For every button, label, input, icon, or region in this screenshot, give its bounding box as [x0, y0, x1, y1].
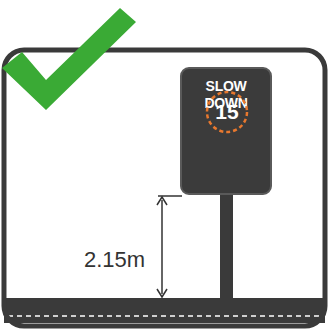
road-dashed-line: [8, 315, 322, 317]
dimension-label: 2.15m: [84, 247, 145, 273]
speed-circle: 15: [205, 90, 249, 134]
dimension-arrow: [157, 197, 167, 205]
speed-number: 15: [205, 90, 249, 134]
sign-panel: SLOW DOWN15: [180, 67, 272, 195]
dimension-arrow: [157, 289, 167, 297]
check-mark: [2, 8, 136, 110]
ground-band: [4, 298, 325, 323]
dimension-line: [161, 200, 163, 294]
sign-post: [220, 193, 233, 315]
